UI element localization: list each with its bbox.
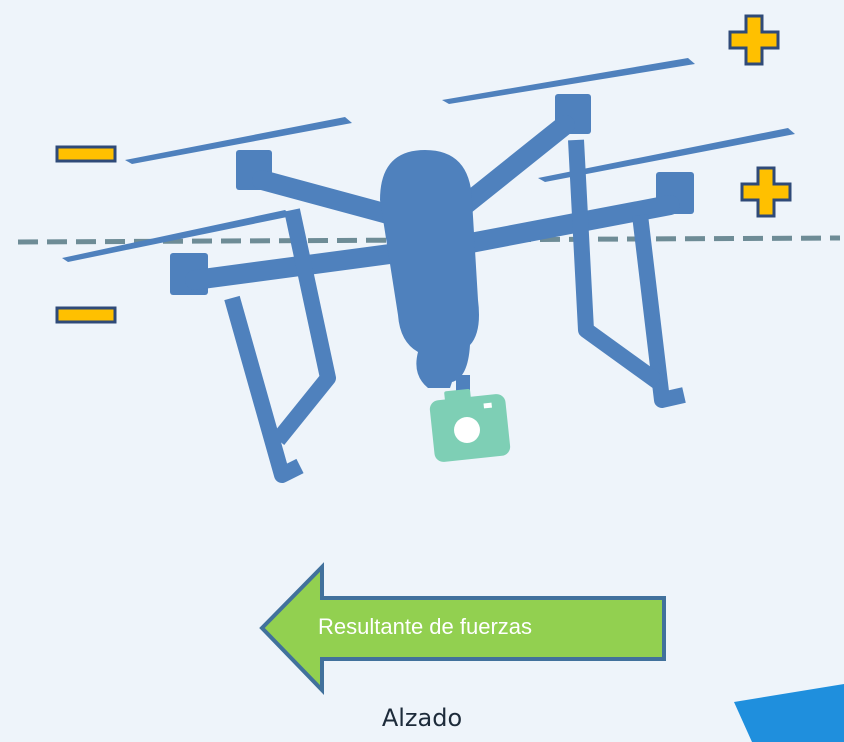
landing-leg-right-inner <box>568 139 663 389</box>
drone-body <box>380 150 479 388</box>
propeller-back-left <box>125 117 352 164</box>
landing-leg-right-outer <box>632 214 686 408</box>
landing-leg-left-inner <box>271 208 336 446</box>
minus-sign-top <box>55 145 117 163</box>
minus-sign-bottom <box>55 306 117 324</box>
resultant-force-label: Resultante de fuerzas <box>318 614 533 639</box>
landing-leg-left-outer <box>224 295 304 483</box>
drone <box>62 58 795 483</box>
view-caption: Alzado <box>381 704 463 732</box>
resultant-force-arrow <box>259 562 666 695</box>
propeller-back-right <box>442 58 695 104</box>
propeller-front-right <box>538 128 795 182</box>
plus-sign-top <box>728 14 780 66</box>
propeller-front-left <box>62 210 292 262</box>
camera-icon <box>429 388 511 462</box>
corner-accent-shape <box>734 684 844 742</box>
arm-front-right <box>450 195 680 255</box>
plus-sign-bottom <box>740 166 792 218</box>
